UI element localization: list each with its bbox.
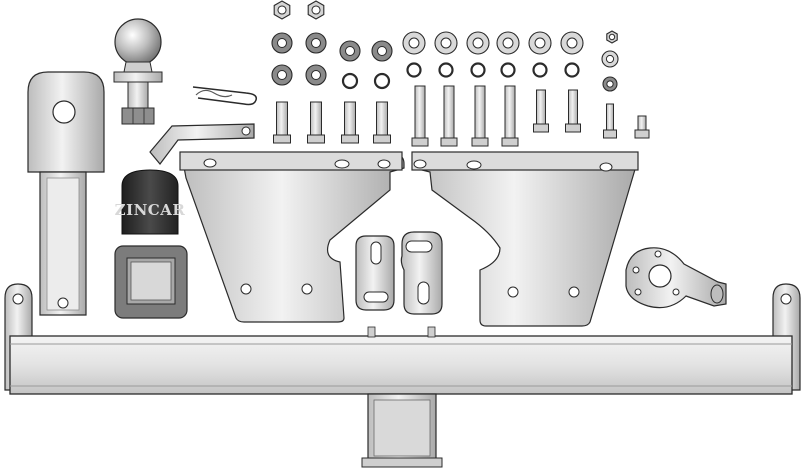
flat-washer-6-hole	[566, 37, 578, 49]
drop-plate	[27, 71, 105, 316]
spring-washer-4	[500, 62, 516, 78]
ball-cover-cap: ZINCAR	[115, 169, 186, 235]
large-washer-b-2-hole	[311, 70, 321, 80]
hitch-pin	[149, 123, 255, 165]
small-bolt-2-head	[634, 129, 650, 139]
nut-1-hole	[277, 5, 287, 15]
spring-washer-c-2	[373, 72, 391, 90]
short-bolt-2-head	[565, 123, 581, 133]
short-bolt-1	[536, 89, 546, 125]
flat-washer-5-hole	[534, 37, 546, 49]
spring-washer-1	[406, 62, 422, 78]
flat-washer-small-2-hole	[606, 80, 614, 88]
large-bolt-3	[344, 101, 356, 136]
large-bolt-2	[310, 101, 322, 136]
spring-washer-3	[470, 62, 486, 78]
medium-bolt-1	[414, 85, 426, 139]
tow-ball	[113, 18, 163, 125]
flat-washer-3-hole	[472, 37, 484, 49]
crossbar-beam	[9, 335, 793, 395]
nut-3-hole	[608, 33, 616, 41]
flat-washer-1-hole	[408, 37, 420, 49]
large-bolt-3-head	[341, 134, 359, 144]
large-washer-a-1-hole	[277, 38, 287, 48]
small-bolt-1-head	[603, 129, 617, 139]
medium-bolt-4	[504, 85, 516, 139]
beam-stud-right	[427, 326, 436, 338]
drop-plate-bottom-hole	[57, 297, 69, 309]
right-mounting-bracket	[411, 151, 639, 327]
medium-bolt-3-head	[471, 137, 489, 147]
large-bolt-4	[376, 101, 388, 136]
flat-washer-2-hole	[440, 37, 452, 49]
slotted-plate-left	[355, 235, 395, 311]
medium-bolt-3	[474, 85, 486, 139]
spring-washer-5	[532, 62, 548, 78]
nut-2-hole	[311, 5, 321, 15]
electrical-socket-bracket	[625, 247, 727, 309]
washer-c-1-hole	[345, 46, 355, 56]
small-bolt-2	[637, 115, 647, 131]
flat-washer-small-1-hole	[605, 54, 615, 64]
cap-brand-label: ZINCAR	[115, 201, 186, 219]
drop-plate-hole	[52, 100, 76, 124]
large-washer-a-2-hole	[311, 38, 321, 48]
left-mounting-bracket	[179, 151, 405, 323]
left-bracket-hole	[12, 293, 24, 305]
medium-bolt-2	[443, 85, 455, 139]
flat-washer-4-hole	[502, 37, 514, 49]
short-bolt-1-head	[533, 123, 549, 133]
crossbar-assembly	[4, 283, 801, 468]
medium-bolt-1-head	[411, 137, 429, 147]
washer-c-2-hole	[377, 46, 387, 56]
large-washer-b-1-hole	[277, 70, 287, 80]
spring-clip-pin	[192, 86, 258, 106]
beam-stud-left	[367, 326, 376, 338]
small-bolt-1	[606, 103, 614, 131]
slotted-plate-right	[400, 231, 443, 315]
hardware-set	[271, 0, 650, 147]
large-bolt-2-head	[307, 134, 325, 144]
square-receiver-cover	[114, 245, 188, 319]
medium-bolt-2-head	[440, 137, 458, 147]
right-bracket-hole	[780, 293, 792, 305]
spring-washer-6	[564, 62, 580, 78]
large-bolt-1-head	[273, 134, 291, 144]
spring-washer-2	[438, 62, 454, 78]
spring-washer-c-1	[341, 72, 359, 90]
short-bolt-2	[568, 89, 578, 125]
large-bolt-4-head	[373, 134, 391, 144]
large-bolt-1	[276, 101, 288, 136]
medium-bolt-4-head	[501, 137, 519, 147]
